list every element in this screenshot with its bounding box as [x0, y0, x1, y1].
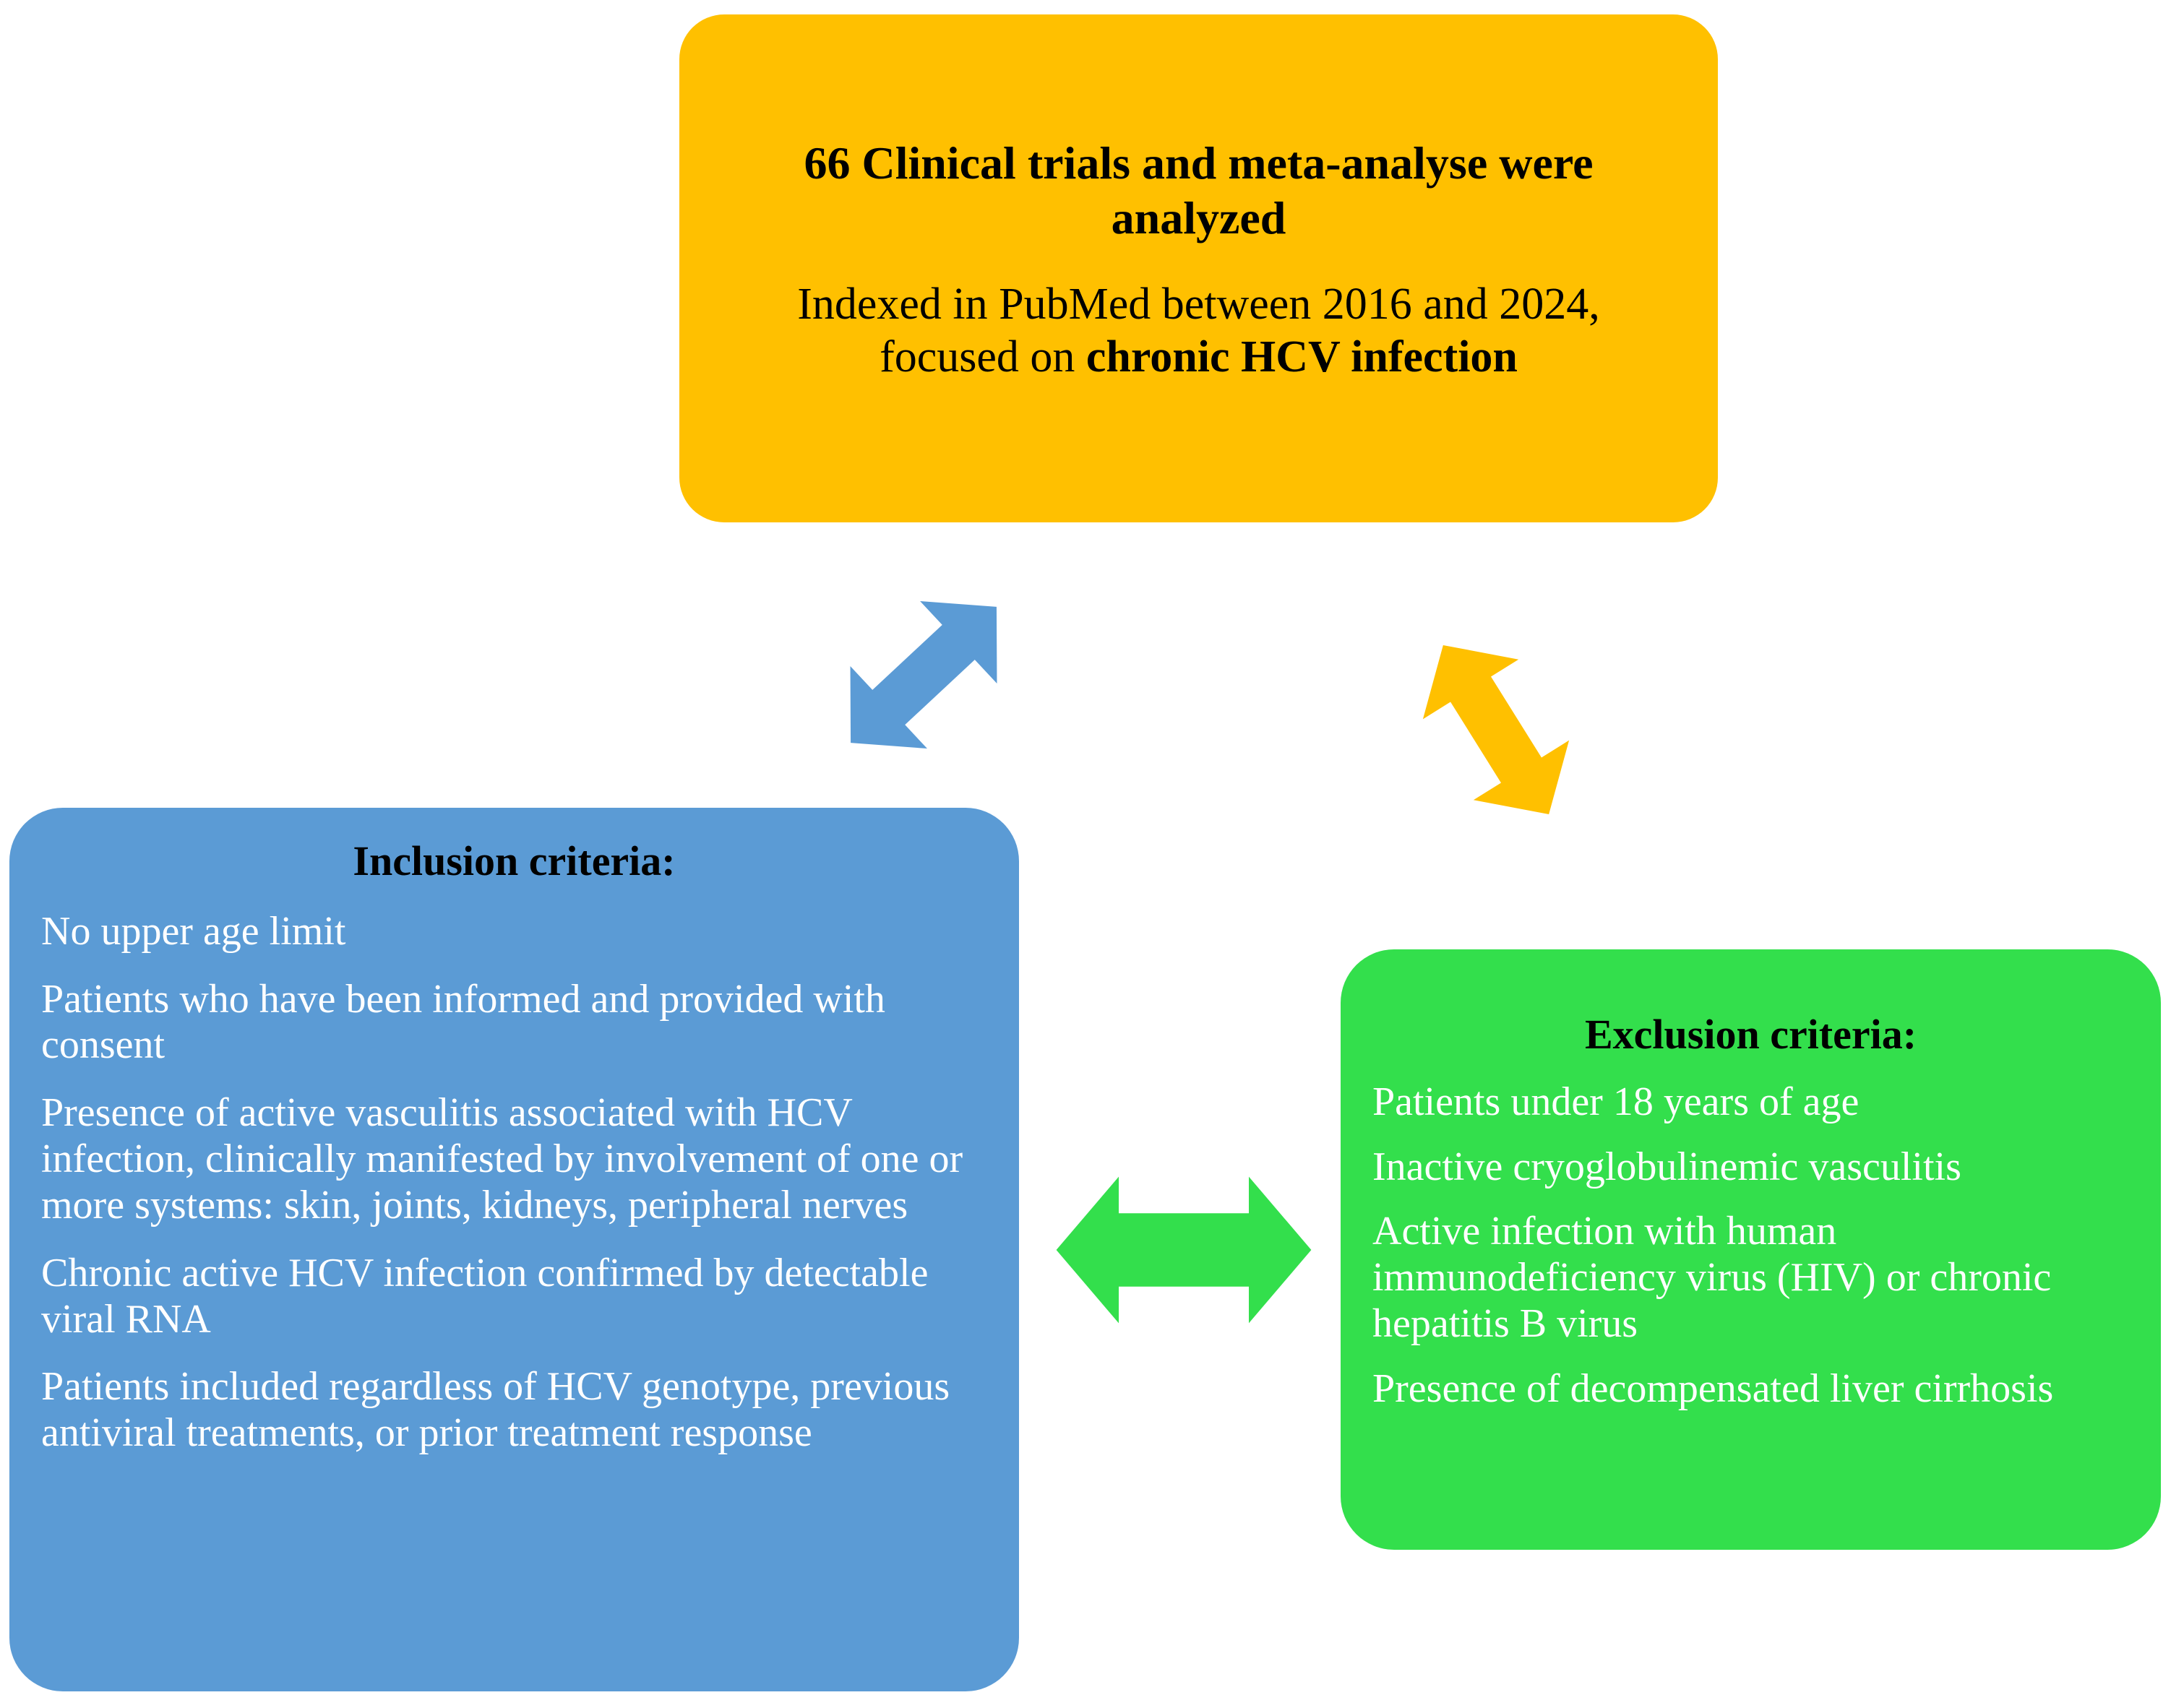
double-arrow-diagonal-icon-summary-exclusion — [1388, 621, 1604, 838]
exclusion-criteria-item: Inactive cryoglobulinemic vasculitis — [1372, 1144, 1961, 1189]
exclusion-criteria-box: Exclusion criteria: Patients under 18 ye… — [1341, 949, 2161, 1550]
exclusion-criteria-item: Presence of decompensated liver cirrhosi… — [1372, 1366, 2054, 1411]
exclusion-criteria-item: Patients under 18 years of age — [1372, 1079, 1860, 1124]
inclusion-criteria-item: Chronic active HCV infection confirmed b… — [41, 1250, 929, 1342]
exclusion-criteria-item: Active infection with human immunodefici… — [1372, 1209, 2052, 1347]
summary-subline-emphasis: chronic HCV infection — [1086, 332, 1518, 382]
inclusion-criteria-item: No upper age limit — [41, 908, 346, 954]
inclusion-criteria-item: Patients included regardless of HCV geno… — [41, 1364, 950, 1456]
double-arrow-horizontal-icon-inclusion-exclusion — [1054, 1174, 1314, 1326]
double-arrow-diagonal-icon-summary-inclusion — [815, 566, 1032, 783]
summary-subline: Indexed in PubMed between 2016 and 2024,… — [773, 278, 1625, 384]
inclusion-criteria-title: Inclusion criteria: — [353, 837, 676, 884]
summary-headline: 66 Clinical trials and meta-analyse were… — [804, 137, 1594, 243]
exclusion-criteria-title: Exclusion criteria: — [1584, 1011, 1917, 1058]
inclusion-criteria-item: Presence of active vasculitis associated… — [41, 1090, 963, 1228]
inclusion-criteria-item: Patients who have been informed and prov… — [41, 976, 885, 1068]
summary-subline-prefix: Indexed in PubMed between 2016 and 2024,… — [797, 280, 1600, 382]
summary-box: 66 Clinical trials and meta-analyse were… — [679, 14, 1718, 522]
inclusion-criteria-box: Inclusion criteria: No upper age limit P… — [9, 808, 1019, 1691]
